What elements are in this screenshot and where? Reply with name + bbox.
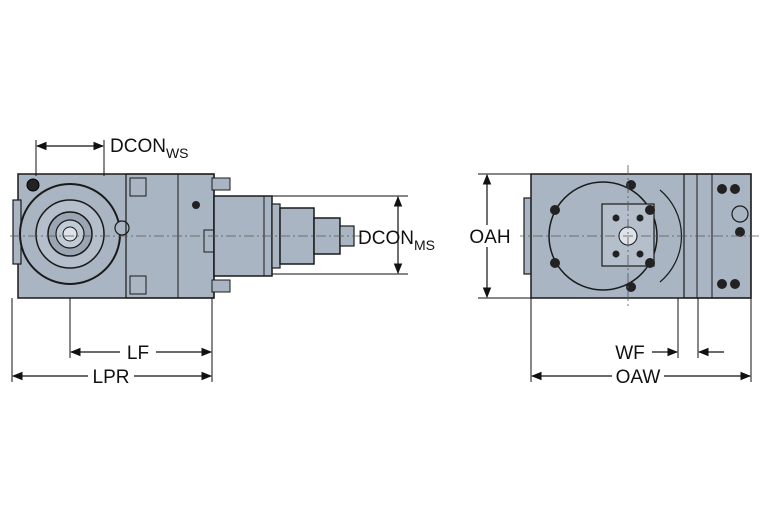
wf-label: WF bbox=[615, 343, 645, 364]
dcon-ws-label: DCONWS bbox=[110, 136, 189, 161]
screw-icon bbox=[192, 201, 200, 209]
lf-label: LF bbox=[127, 343, 149, 364]
front-view: OAH WF OAW bbox=[469, 165, 760, 388]
coolant-port-icon bbox=[731, 205, 749, 223]
side-bolt-bottom bbox=[211, 279, 231, 293]
bolt-icon bbox=[26, 178, 40, 192]
side-clamp-bottom bbox=[129, 275, 147, 295]
bolt-holes bbox=[550, 180, 740, 292]
oaw-label: OAW bbox=[616, 367, 661, 388]
side-view: DCONWS DCONMS LF LPR bbox=[10, 136, 435, 388]
side-bolt-top bbox=[211, 177, 231, 191]
spindle-center bbox=[62, 226, 78, 242]
lpr-label: LPR bbox=[93, 367, 130, 388]
dcon-ms-label: DCONMS bbox=[358, 228, 435, 253]
port-icon bbox=[735, 227, 745, 237]
coolant-nozzle-icon bbox=[114, 220, 130, 236]
side-clamp-top bbox=[129, 177, 147, 197]
oah-label: OAH bbox=[469, 227, 510, 248]
